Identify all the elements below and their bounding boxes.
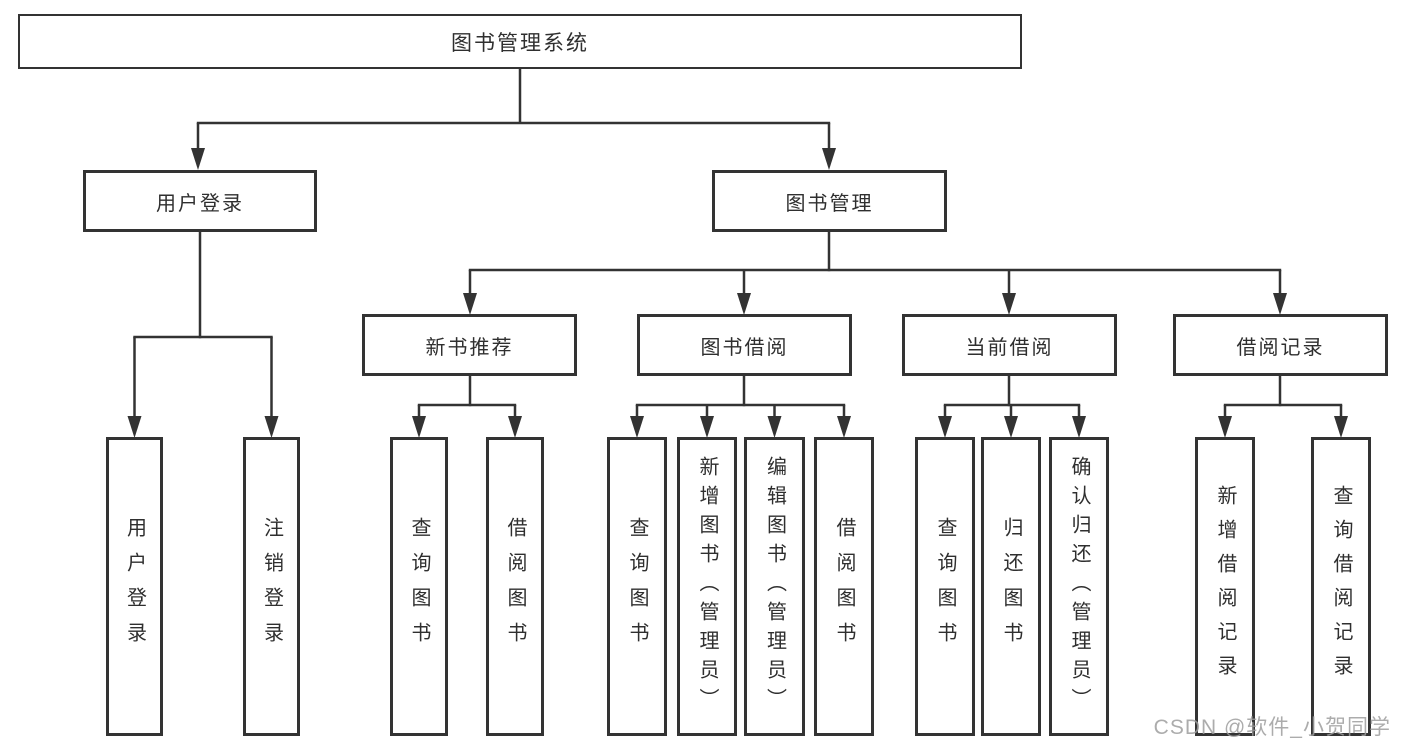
node-label: 归还图书 (1000, 516, 1022, 657)
node-label: 编辑图书（管理员） (763, 456, 786, 717)
node-root-library-management-system: 图书管理系统 (18, 14, 1022, 69)
node-label: 新书推荐 (425, 336, 514, 359)
node-book-management: 图书管理 (712, 170, 947, 232)
leaf-query-books-recommend: 查询图书 (390, 437, 448, 736)
node-label: 借阅记录 (1236, 336, 1325, 359)
connector-current-borrow-children (938, 376, 1086, 438)
node-book-borrowing: 图书借阅 (637, 314, 852, 376)
node-label: 新增图书（管理员） (696, 456, 718, 717)
connector-book-borrow-children (630, 376, 851, 438)
leaf-confirm-return-admin: 确认归还（管理员） (1049, 437, 1109, 736)
node-new-book-recommendation: 新书推荐 (362, 314, 577, 376)
node-borrowing-records: 借阅记录 (1173, 314, 1388, 376)
node-label: 图书管理 (785, 192, 874, 215)
csdn-watermark: CSDN @软件_小贺同学 (1153, 716, 1391, 739)
leaf-query-borrow-record: 查询借阅记录 (1311, 437, 1371, 736)
node-label: 确认归还（管理员） (1068, 456, 1090, 717)
node-label: 用户登录 (123, 516, 146, 657)
node-label: 注销登录 (260, 516, 283, 657)
node-label: 借阅图书 (504, 516, 526, 657)
leaf-logout: 注销登录 (243, 437, 300, 736)
node-user-login: 用户登录 (83, 170, 317, 232)
node-label: 查询借阅记录 (1330, 484, 1352, 689)
leaf-add-books-admin: 新增图书（管理员） (677, 437, 737, 736)
connector-borrow-records-children (1218, 376, 1348, 438)
node-label: 新增借阅记录 (1214, 484, 1236, 689)
node-label: 图书管理系统 (451, 31, 589, 55)
leaf-borrow-books: 借阅图书 (814, 437, 874, 736)
connector-new-book-children (412, 376, 522, 438)
leaf-query-books-borrow: 查询图书 (607, 437, 667, 736)
leaf-edit-books-admin: 编辑图书（管理员） (744, 437, 805, 736)
leaf-borrow-books-recommend: 借阅图书 (486, 437, 544, 736)
connector-user-login-children (127, 232, 279, 438)
node-label: 查询图书 (626, 516, 648, 657)
leaf-user-login: 用户登录 (106, 437, 163, 736)
node-label: 当前借阅 (965, 336, 1054, 359)
leaf-query-books-current: 查询图书 (915, 437, 975, 736)
node-current-borrowing: 当前借阅 (902, 314, 1117, 376)
connector-root-to-level1 (191, 68, 836, 170)
node-label: 查询图书 (934, 516, 956, 657)
leaf-return-books: 归还图书 (981, 437, 1041, 736)
node-label: 用户登录 (156, 192, 244, 215)
leaf-add-borrow-record: 新增借阅记录 (1195, 437, 1255, 736)
node-label: 借阅图书 (833, 516, 855, 657)
node-label: 图书借阅 (700, 336, 789, 359)
node-label: 查询图书 (408, 516, 430, 657)
connector-book-management-children (463, 232, 1287, 315)
